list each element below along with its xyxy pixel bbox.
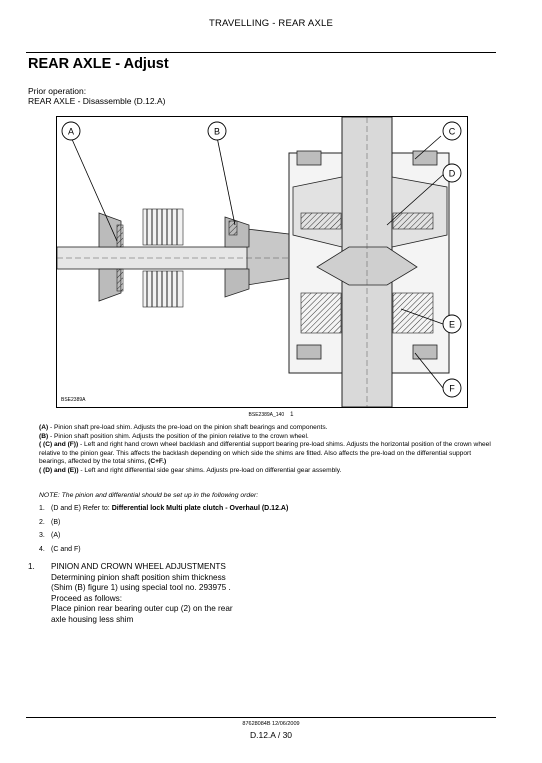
section-line: Proceed as follows: (51, 593, 122, 603)
clutch-plate-pack (142, 208, 184, 308)
callout-f: F (442, 378, 462, 398)
callout-a-label: A (68, 127, 74, 137)
pinion-front-bearing (224, 216, 250, 298)
callout-f-label: F (449, 384, 455, 394)
setup-order-list: 1.(D and E) Refer to: Differential lock … (39, 502, 288, 556)
header-rule (26, 52, 496, 53)
section-line: Determining pinion shaft position shim t… (51, 572, 226, 582)
note-c-f: ( (C) and (F)) - Left and right hand cro… (39, 441, 491, 466)
overhaul-link[interactable]: Differential lock Multi plate clutch - O… (111, 505, 289, 512)
callout-e-label: E (449, 320, 455, 330)
figure-number: 1 (290, 412, 294, 418)
callout-a: A (61, 121, 81, 141)
callout-c: C (442, 121, 462, 141)
shim-descriptions: (A) - Pinion shaft pre-load shim. Adjust… (39, 424, 499, 476)
note-a: (A) - Pinion shaft pre-load shim. Adjust… (39, 424, 328, 431)
footer-doc-number: 87628084B 12/06/2009 (242, 721, 300, 727)
pinion-rear-bearing (98, 212, 124, 302)
section-line: axle housing less shim (51, 614, 134, 624)
differential-housing (288, 116, 450, 408)
list-item: 4.(C and F) (39, 545, 81, 553)
list-item: 1.(D and E) Refer to: Differential lock … (39, 505, 289, 512)
prior-operation: Prior operation: REAR AXLE - Disassemble… (28, 86, 165, 106)
note-d-e: ( (D) and (E)) - Left and right differen… (39, 466, 342, 474)
prior-operation-label: Prior operation: (28, 86, 87, 96)
list-item: 2.(B) (39, 518, 61, 526)
note-b: (B) - Pinion shaft position shim. Adjust… (39, 432, 309, 440)
callout-d-label: D (449, 169, 456, 179)
running-header: TRAVELLING - REAR AXLE (208, 18, 334, 29)
figure-caption-code: BSE2389A_140 (248, 412, 285, 418)
section-line: (Shim (B) figure 1) using special tool n… (51, 583, 231, 592)
rear-axle-drawing: A B C D E F BSE2389A (56, 116, 462, 408)
list-item: 3.(A) (39, 532, 61, 539)
footer-page-number: D.12.A / 30 (249, 730, 293, 740)
figure-caption: BSE2389A_140 1 (0, 412, 542, 418)
section-pinion-crown-wheel: 1. PINION AND CROWN WHEEL ADJUSTMENTS De… (28, 562, 233, 625)
callout-e: E (442, 314, 462, 334)
figure-code: BSE2389A (61, 397, 86, 403)
callout-leaders (70, 135, 446, 389)
setup-order-note: NOTE: The pinion and differential should… (39, 492, 259, 499)
callout-b: B (207, 121, 227, 141)
prior-operation-link[interactable]: REAR AXLE - Disassemble (D.12.A) (28, 96, 166, 106)
section-line: Place pinion rear bearing outer cup (2) … (51, 604, 233, 613)
page-title: REAR AXLE - Adjust (28, 56, 169, 72)
footer-rule (26, 717, 496, 718)
section-number: 1. (28, 562, 35, 571)
section-heading: PINION AND CROWN WHEEL ADJUSTMENTS (51, 562, 226, 571)
callout-c-label: C (449, 127, 456, 137)
callout-b-label: B (214, 127, 220, 137)
figure-rear-axle: A B C D E F BSE2389A (56, 116, 468, 408)
callout-d: D (442, 163, 462, 183)
